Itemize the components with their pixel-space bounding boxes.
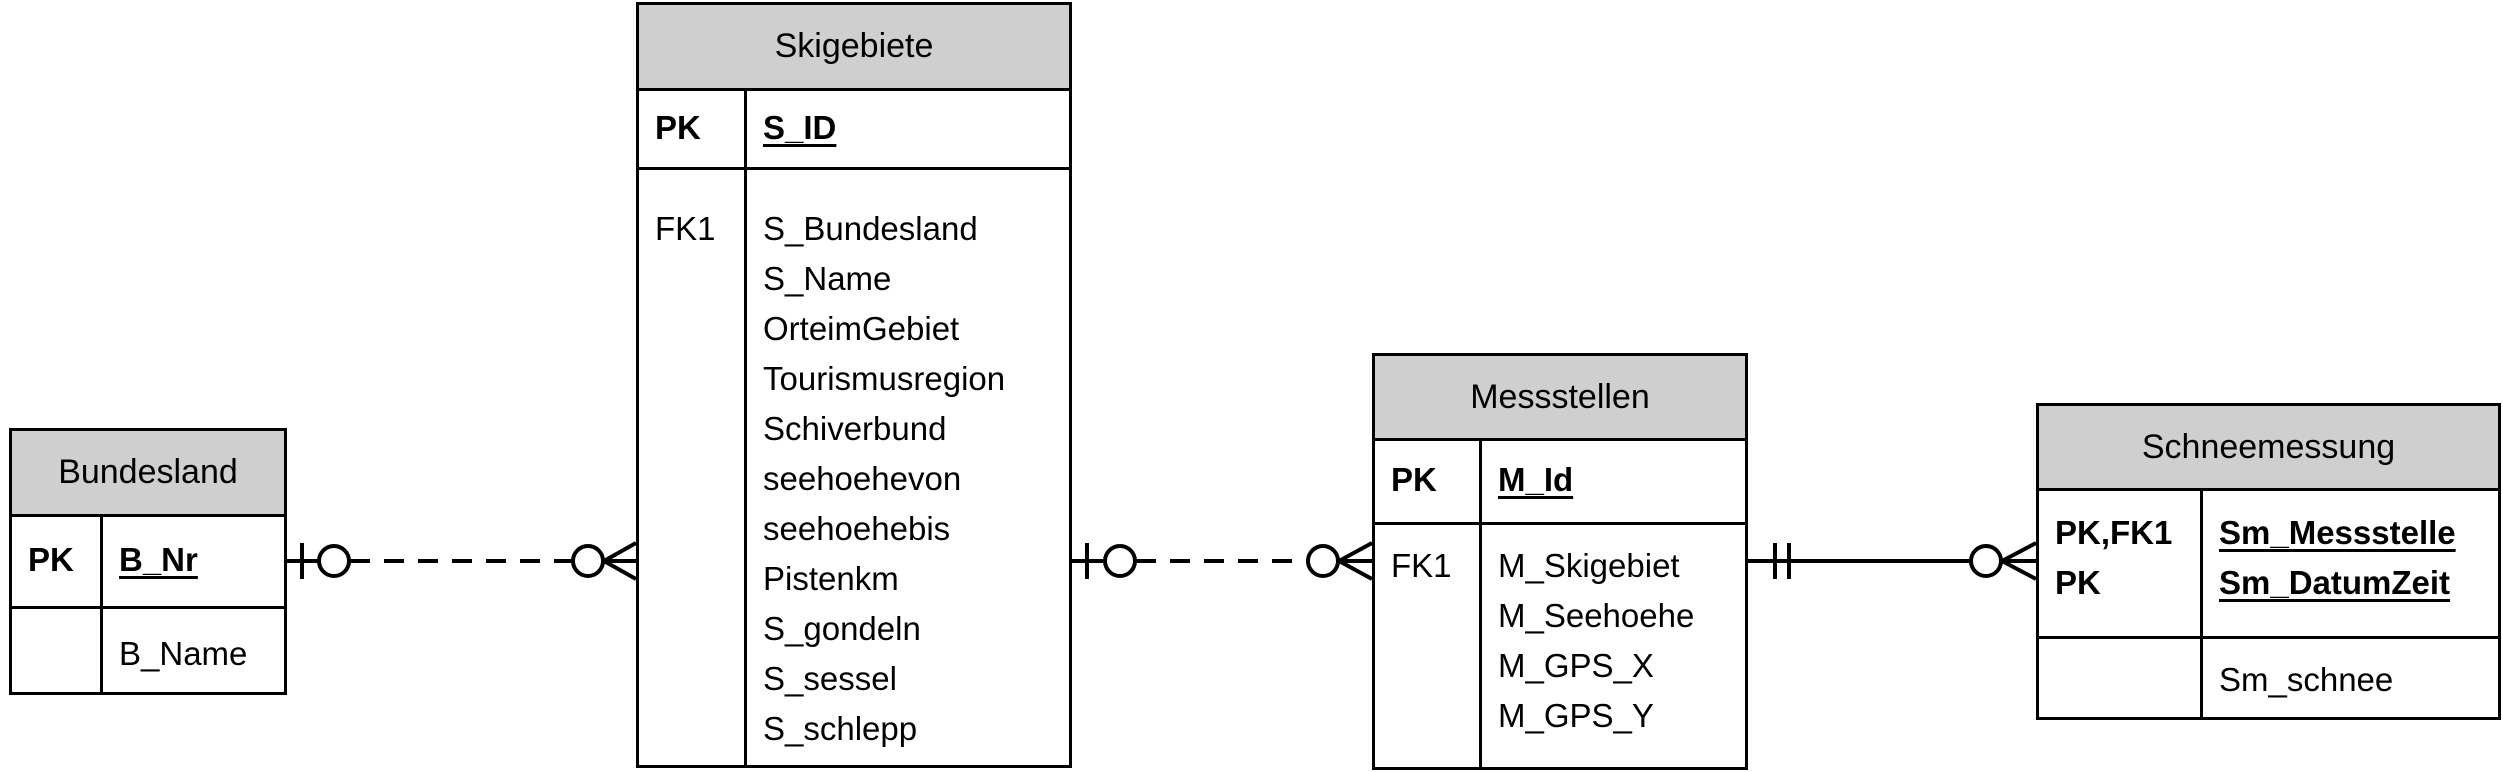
attribute: seehoehebis: [763, 510, 951, 547]
attribute: M_GPS_X: [1498, 647, 1654, 684]
attribute: S_sessel: [763, 660, 897, 697]
attribute: S_Bundesland: [763, 210, 978, 247]
pk-attribute: M_Id: [1498, 461, 1574, 498]
attribute: M_Seehoehe: [1498, 597, 1695, 634]
attribute: OrteimGebiet: [763, 310, 960, 347]
attribute: seehoehevon: [763, 460, 962, 497]
attribute: M_GPS_Y: [1498, 697, 1654, 734]
entity-messstellen: Messstellen PK M_Id FK1 M_Skigebiet M_Se…: [1372, 353, 1748, 770]
attr-section: Sm_schnee: [2039, 636, 2498, 717]
attribute: S_schlepp: [763, 710, 918, 747]
rel-messstellen-schneemessung: [1748, 541, 2037, 581]
pk-label: PK: [2055, 564, 2101, 601]
attribute: Schiverbund: [763, 410, 947, 447]
pk-label: PK: [28, 541, 74, 578]
pk-attribute: Sm_Messstelle: [2219, 514, 2456, 551]
entity-title: Bundesland: [12, 431, 284, 517]
attribute: Sm_schnee: [2219, 661, 2394, 698]
attr-section: FK1 M_Skigebiet M_Seehoehe M_GPS_X M_GPS…: [1375, 522, 1745, 767]
pk-label: PK: [655, 109, 701, 146]
attribute: M_Skigebiet: [1498, 547, 1680, 584]
zero-circle: [1969, 544, 2003, 578]
pk-attribute: S_ID: [763, 109, 837, 146]
zero-circle: [317, 544, 351, 578]
attribute: B_Name: [119, 635, 248, 672]
rel-bundesland-skigebiete: [287, 541, 637, 581]
attribute: Tourismusregion: [763, 360, 1006, 397]
pk-label: PK,FK1: [2055, 514, 2173, 551]
pk-attribute: B_Nr: [119, 541, 198, 578]
pk-label: PK: [1391, 461, 1437, 498]
entity-schneemessung: Schneemessung PK,FK1 PK Sm_Messstelle Sm…: [2036, 403, 2501, 720]
attribute: Pistenkm: [763, 560, 899, 597]
crowfoot: [603, 541, 637, 581]
crowfoot: [2001, 541, 2037, 581]
entity-title: Skigebiete: [639, 5, 1069, 91]
zero-circle: [1103, 544, 1137, 578]
attr-key: FK1: [655, 210, 716, 247]
zero-circle: [571, 544, 605, 578]
crowfoot: [1338, 541, 1373, 581]
entity-title: Messstellen: [1375, 356, 1745, 441]
entity-bundesland: Bundesland PK B_Nr B_Name: [9, 428, 287, 695]
pk-section: PK,FK1 PK Sm_Messstelle Sm_DatumZeit: [2039, 488, 2498, 636]
entity-skigebiete: Skigebiete PK S_ID FK1 S_Bundesland S_Na…: [636, 2, 1072, 768]
attribute: S_gondeln: [763, 610, 921, 647]
zero-circle: [1306, 544, 1340, 578]
pk-section: PK B_Nr: [12, 514, 284, 606]
attr-section: FK1 S_Bundesland S_Name OrteimGebiet Tou…: [639, 167, 1069, 765]
pk-attribute: Sm_DatumZeit: [2219, 564, 2451, 601]
pk-section: PK S_ID: [639, 88, 1069, 167]
attr-section: B_Name: [12, 606, 284, 692]
attr-key: FK1: [1391, 547, 1452, 584]
pk-section: PK M_Id: [1375, 438, 1745, 522]
rel-skigebiete-messstellen: [1072, 541, 1373, 581]
entity-title: Schneemessung: [2039, 406, 2498, 491]
attribute: S_Name: [763, 260, 892, 297]
